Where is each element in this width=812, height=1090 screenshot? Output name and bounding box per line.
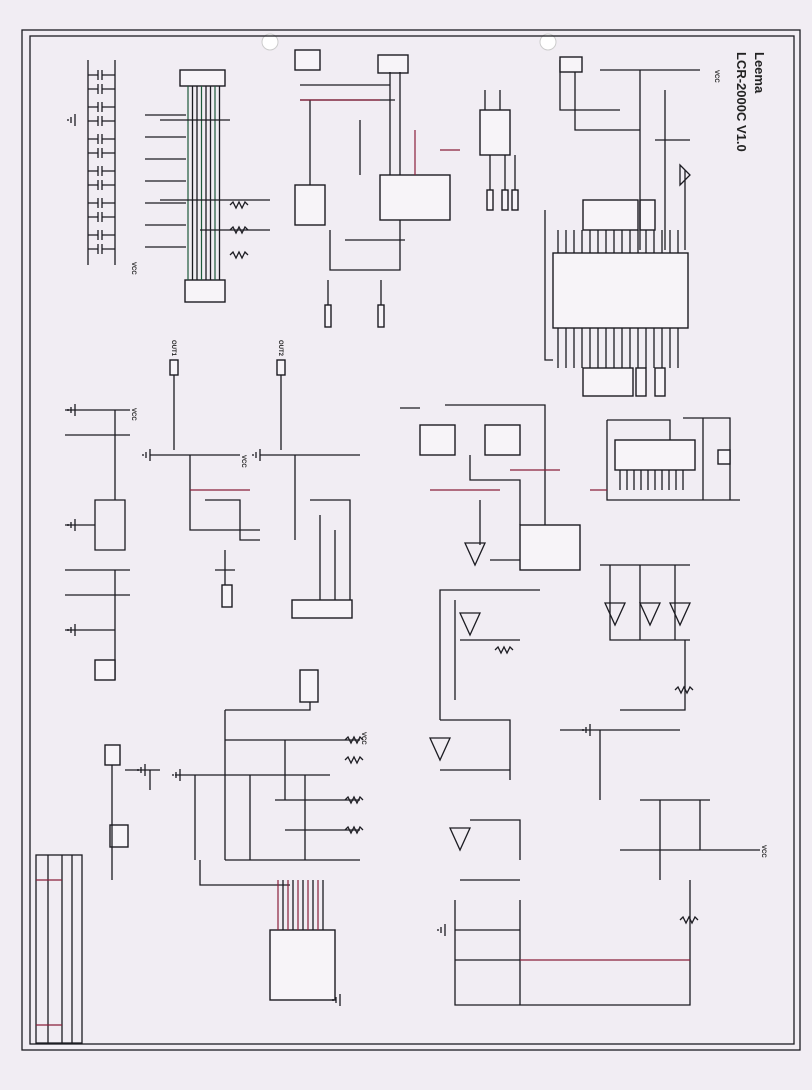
connector-header-2 — [299, 669, 319, 703]
capacitor — [88, 244, 115, 254]
opamp-icon — [428, 737, 452, 762]
buzzer-icon — [679, 163, 691, 187]
ground-icon — [332, 994, 341, 1006]
title-block — [35, 854, 83, 1044]
connector-header-3 — [269, 929, 336, 1001]
vcc-label: VCC — [240, 455, 246, 468]
display-driver-ic — [614, 439, 696, 490]
connector-db9 — [377, 54, 409, 74]
crystal-oscillator — [559, 56, 583, 73]
capacitor — [88, 70, 115, 80]
ground-icon — [582, 724, 591, 736]
resistor-icon — [229, 250, 249, 260]
ground-icon — [142, 449, 151, 461]
company-name: Leema — [752, 52, 767, 94]
dip-switch — [104, 744, 121, 766]
inner-border — [29, 35, 795, 1045]
output-section-2 — [260, 359, 360, 619]
ic-u4 — [479, 109, 511, 156]
capacitor — [88, 198, 115, 208]
capacitor — [88, 166, 115, 176]
ground-icon — [437, 924, 446, 936]
ic-u5 — [294, 184, 326, 226]
capacitor — [88, 102, 115, 112]
resistor-icon — [344, 825, 364, 835]
ic-max232 — [379, 174, 451, 221]
vcc-label: VCC — [760, 845, 766, 858]
switch-module — [109, 824, 129, 848]
resistor-icon — [679, 915, 699, 925]
resistor-icon — [229, 200, 249, 210]
capacitor — [88, 116, 115, 126]
outer-border — [21, 29, 801, 1051]
ground-icon — [67, 404, 76, 416]
capacitor — [88, 230, 115, 240]
resistor-icon — [494, 645, 514, 655]
sheet-title: LCR-2000C V1.0 — [734, 52, 749, 152]
ground-icon — [67, 519, 76, 531]
resistor-icon — [229, 225, 249, 235]
opamp-icon — [458, 612, 482, 637]
ground-icon — [172, 769, 181, 781]
opamp-icon — [463, 542, 487, 567]
resistor-icon — [344, 755, 364, 765]
capacitor — [88, 148, 115, 158]
ic-flipflop-a — [419, 424, 456, 456]
ic-counter — [519, 524, 581, 571]
punch-hole — [539, 33, 557, 51]
resistor-icon — [674, 685, 694, 695]
vcc-label: VCC — [130, 262, 136, 275]
out2-label: OUT2 — [277, 340, 283, 357]
out1-label: OUT1 — [170, 340, 176, 357]
resistor-icon — [344, 795, 364, 805]
ic-flipflop-b — [484, 424, 521, 456]
microcontroller-u1 — [552, 199, 689, 397]
capacitor — [88, 134, 115, 144]
opamp-icon — [603, 602, 627, 627]
opamp-icon — [448, 827, 472, 852]
power-supply — [65, 409, 130, 681]
capacitor — [88, 180, 115, 190]
connector-j1 — [294, 49, 321, 71]
vcc-label: VCC — [360, 732, 366, 745]
vcc-label: VCC — [713, 70, 719, 83]
connector-header-1 — [145, 69, 270, 303]
opamp-icon — [668, 602, 692, 627]
vcc-label: VCC — [130, 408, 136, 421]
resistor-icon — [344, 735, 364, 745]
ground-icon — [67, 114, 76, 126]
output-section-1 — [150, 359, 260, 608]
decoupling-capacitor-bank — [87, 60, 116, 265]
capacitor — [88, 212, 115, 222]
ground-icon — [252, 449, 261, 461]
capacitor — [88, 84, 115, 94]
ground-icon — [137, 764, 146, 776]
punch-hole — [261, 33, 279, 51]
opamp-icon — [638, 602, 662, 627]
ground-icon — [67, 624, 76, 636]
